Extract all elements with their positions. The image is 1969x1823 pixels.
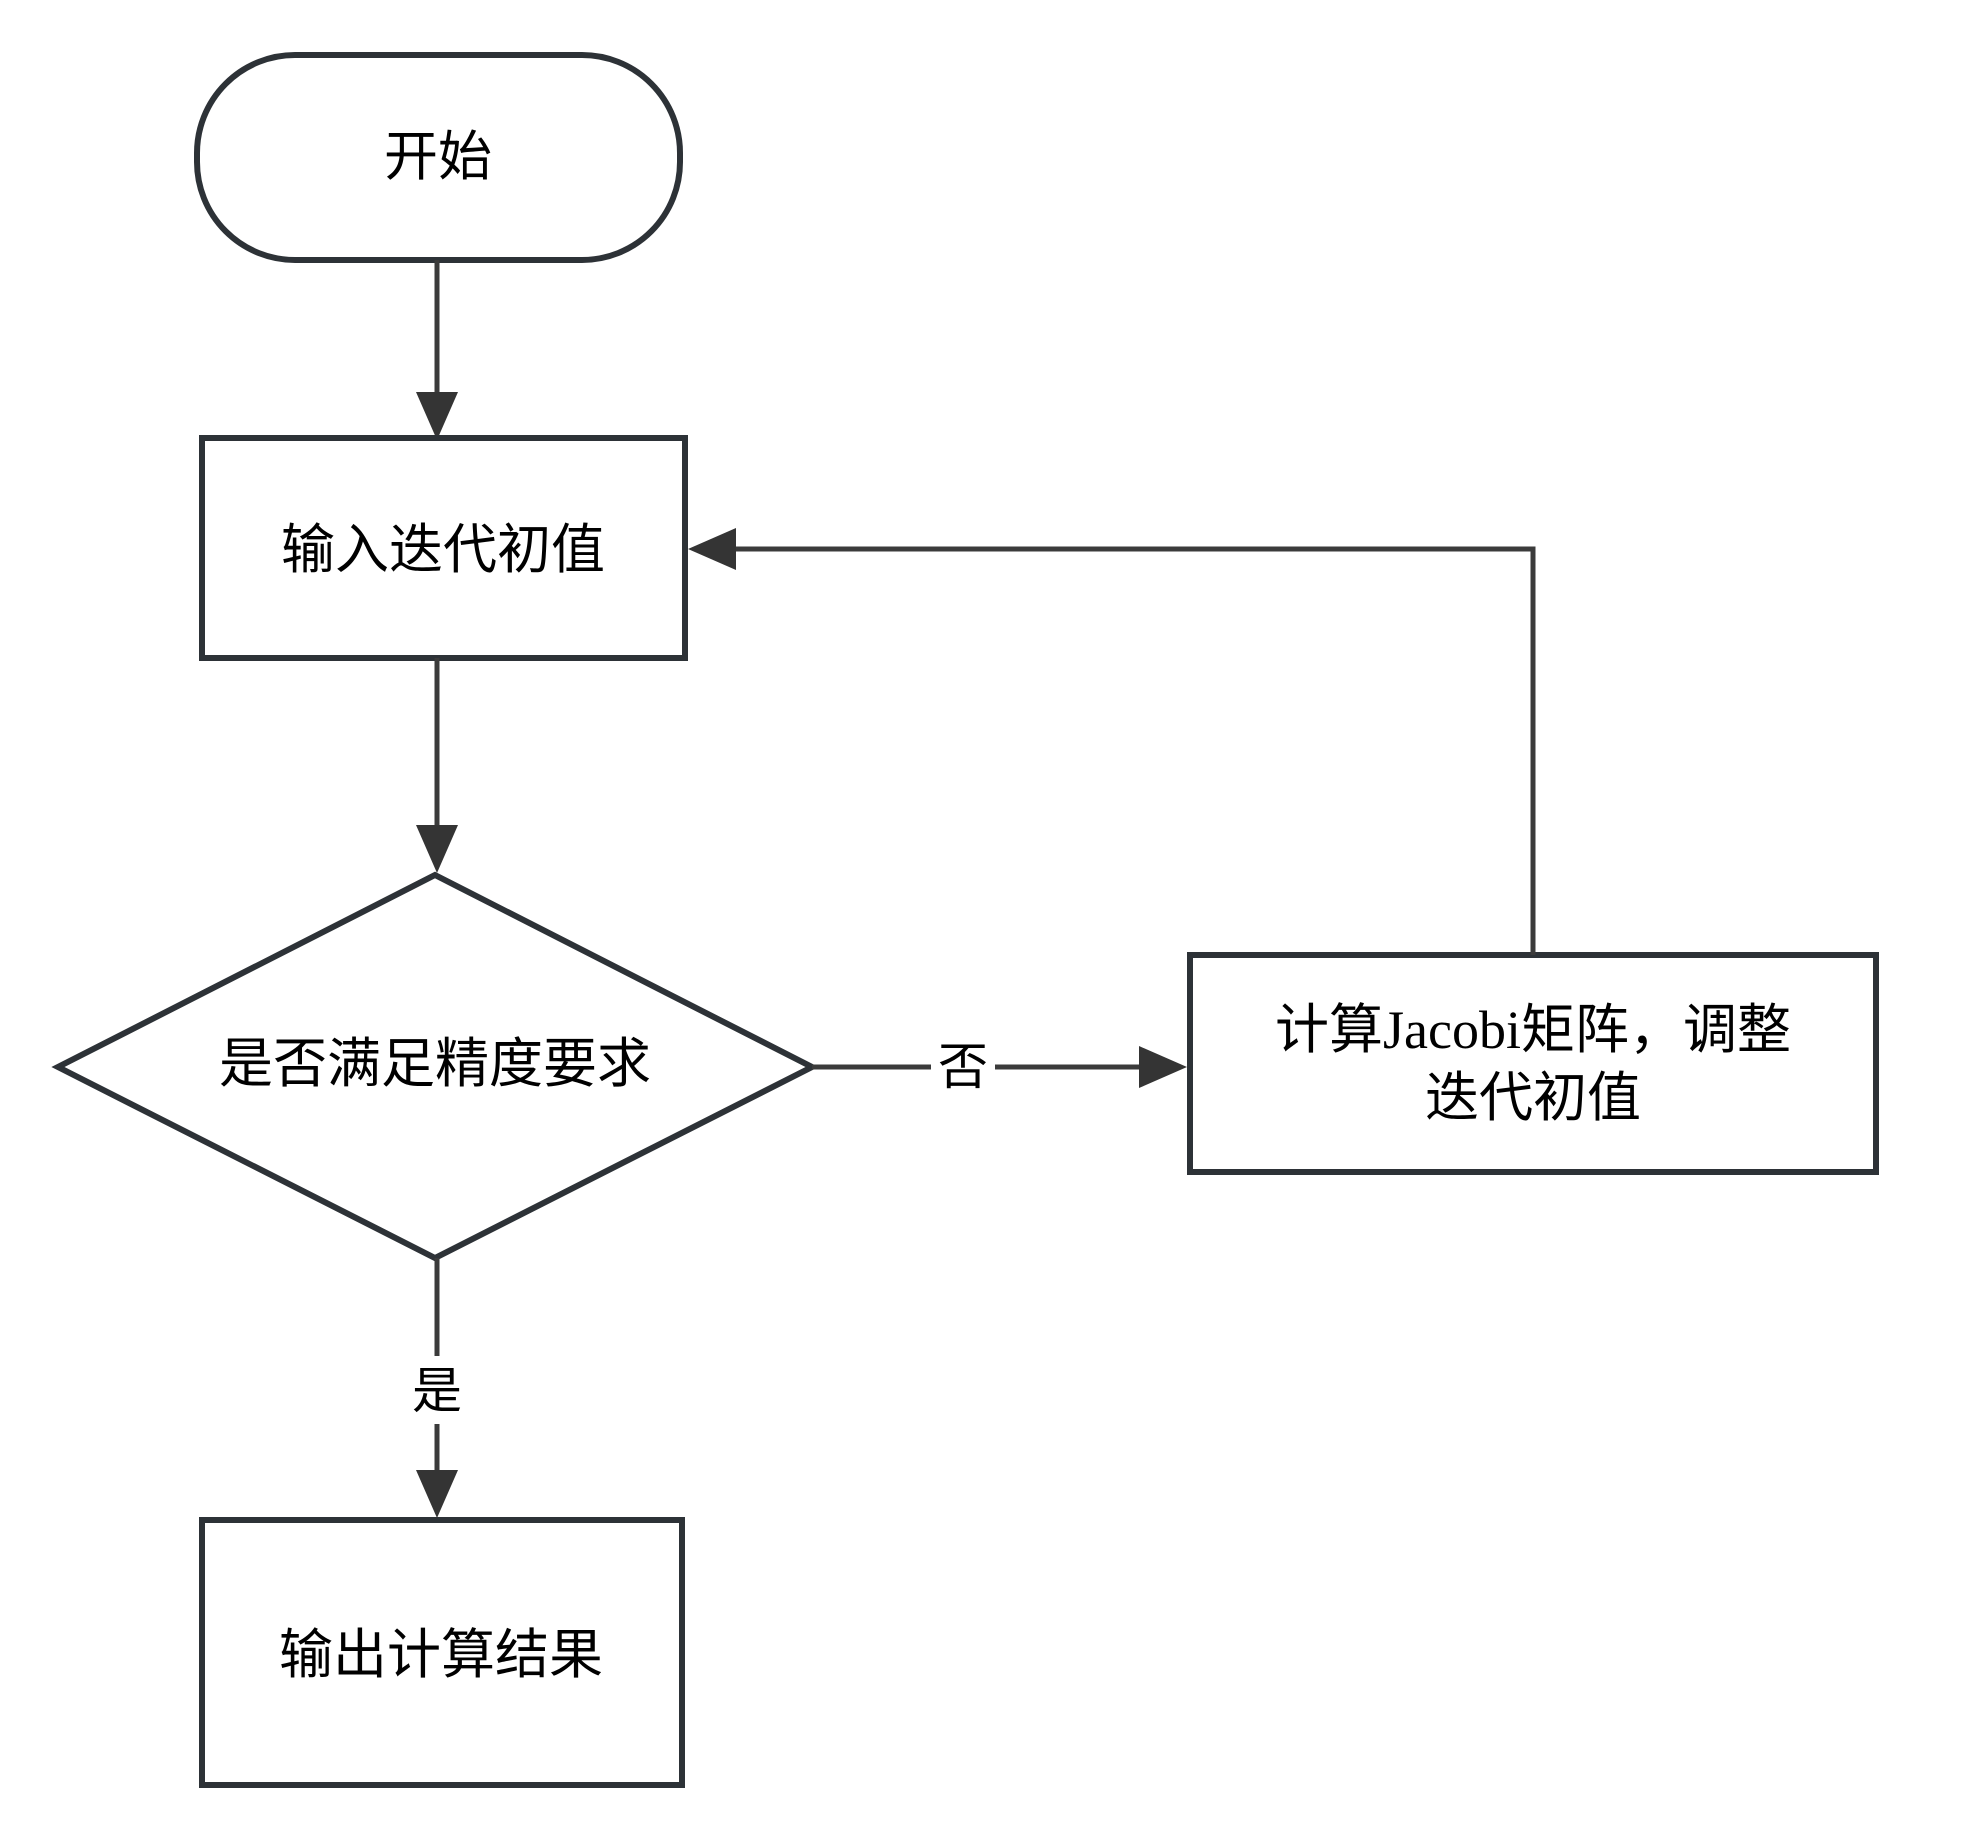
input-node <box>199 435 688 661</box>
adjust-node <box>1187 952 1879 1175</box>
arrowhead-decision-to-adjust <box>1139 1046 1187 1088</box>
adjust-node-label-line2: 迭代初值 <box>1425 1068 1641 1128</box>
yes-label-background <box>405 1356 469 1424</box>
no-edge-label: 否 <box>938 1039 988 1095</box>
output-node-label: 输出计算结果 <box>279 1625 603 1685</box>
edge-adjust-to-input <box>733 546 1536 955</box>
adjust-node-label-line1: 计算Jacobi矩阵，调整 <box>1275 1000 1791 1060</box>
start-node-label: 开始 <box>384 127 492 187</box>
decision-node-label: 是否满足精度要求 <box>219 1034 651 1094</box>
arrowhead-input-to-decision <box>416 825 458 873</box>
no-label-background <box>931 1034 995 1100</box>
arrowhead-start-to-input <box>416 392 458 440</box>
input-node-label: 输入迭代初值 <box>281 520 605 580</box>
arrowhead-decision-to-output <box>416 1470 458 1518</box>
yes-edge-label: 是 <box>412 1363 462 1419</box>
output-node <box>199 1517 685 1788</box>
arrowhead-adjust-to-input <box>688 528 736 570</box>
